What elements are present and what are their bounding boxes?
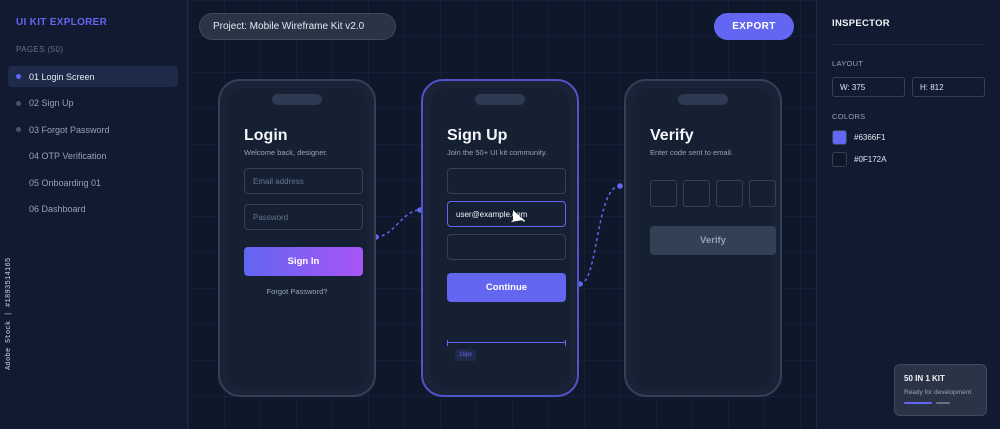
sidebar-item-forgot-password[interactable]: 03 Forgot Password bbox=[8, 119, 178, 140]
phone-frame-verify[interactable]: Verify Enter code sent to email. Verify bbox=[624, 79, 782, 397]
height-field[interactable]: H: 812 bbox=[912, 77, 985, 97]
sidebar-item-dashboard[interactable]: 06 Dashboard bbox=[8, 199, 178, 220]
phone-notch bbox=[678, 94, 728, 105]
page-list: 01 Login Screen 02 Sign Up 03 Forgot Pas… bbox=[8, 66, 178, 225]
sidebar-item-label: 04 OTP Verification bbox=[29, 151, 107, 161]
sign-in-button[interactable]: Sign In bbox=[244, 247, 363, 276]
kit-badge-card: 50 IN 1 KIT Ready for development bbox=[894, 364, 987, 416]
continue-button[interactable]: Continue bbox=[447, 273, 566, 302]
phone-notch bbox=[272, 94, 322, 105]
color-swatch[interactable] bbox=[832, 151, 847, 167]
screen-subtitle: Welcome back, designer. bbox=[244, 148, 328, 157]
verify-button[interactable]: Verify bbox=[650, 226, 776, 255]
dot-icon bbox=[16, 127, 21, 132]
connector-login-signup bbox=[375, 209, 421, 238]
cursor-icon bbox=[511, 210, 525, 222]
screen-subtitle: Enter code sent to email. bbox=[650, 148, 733, 157]
sidebar-item-label: 02 Sign Up bbox=[29, 98, 74, 108]
name-field[interactable] bbox=[447, 168, 566, 194]
inspector-panel: INSPECTOR LAYOUT W: 375 H: 812 COLORS #6… bbox=[816, 0, 1000, 429]
phone-frame-signup[interactable]: Sign Up Join the 50+ UI kit community. u… bbox=[421, 79, 579, 397]
password-field[interactable]: Password bbox=[244, 204, 363, 230]
export-button[interactable]: EXPORT bbox=[714, 13, 794, 40]
otp-digit-input[interactable] bbox=[650, 180, 677, 207]
colors-section-label: COLORS bbox=[832, 112, 866, 121]
forgot-password-link[interactable]: Forgot Password? bbox=[266, 287, 328, 296]
spacing-measure-label: 16px bbox=[455, 349, 477, 361]
dot-icon bbox=[16, 100, 21, 106]
pages-count-label: PAGES (50) bbox=[16, 45, 64, 54]
sidebar-item-label: 05 Onboarding 01 bbox=[29, 177, 102, 188]
layout-section-label: LAYOUT bbox=[832, 59, 864, 68]
divider bbox=[832, 44, 985, 45]
color-swatch-row[interactable]: #0F172A bbox=[832, 151, 886, 167]
sidebar-item-onboarding[interactable]: 05 Onboarding 01 bbox=[8, 172, 178, 193]
otp-digit-input[interactable] bbox=[749, 180, 776, 207]
email-field[interactable]: user@example.com bbox=[447, 201, 566, 227]
badge-subtitle: Ready for development bbox=[904, 389, 972, 396]
screen-title: Login bbox=[244, 127, 288, 144]
color-hex-label: #0F172A bbox=[854, 154, 887, 164]
phone-screen: Sign Up Join the 50+ UI kit community. u… bbox=[430, 88, 570, 388]
badge-progress bbox=[904, 402, 977, 404]
active-dot-icon bbox=[16, 74, 21, 79]
color-swatch-row[interactable]: #6366F1 bbox=[832, 129, 886, 145]
otp-digit-input[interactable] bbox=[716, 180, 743, 207]
phone-frame-login[interactable]: Login Welcome back, designer. Email addr… bbox=[218, 79, 376, 397]
width-field[interactable]: W: 375 bbox=[832, 77, 905, 97]
sidebar-item-label: 06 Dashboard bbox=[29, 204, 86, 214]
connector-dot bbox=[617, 183, 623, 189]
sidebar-item-login-screen[interactable]: 01 Login Screen bbox=[8, 66, 178, 87]
screen-title: Sign Up bbox=[447, 127, 508, 144]
design-canvas[interactable]: Project: Mobile Wireframe Kit v2.0 EXPOR… bbox=[188, 0, 816, 429]
color-hex-label: #6366F1 bbox=[854, 132, 886, 142]
email-field[interactable]: Email address bbox=[244, 168, 363, 194]
phone-screen: Verify Enter code sent to email. Verify bbox=[633, 88, 776, 388]
project-name-pill[interactable]: Project: Mobile Wireframe Kit v2.0 bbox=[199, 13, 396, 40]
screen-subtitle: Join the 50+ UI kit community. bbox=[447, 148, 548, 157]
spacing-measure bbox=[447, 340, 566, 346]
inspector-title: INSPECTOR bbox=[832, 18, 890, 29]
sidebar-item-label: 03 Forgot Password bbox=[29, 124, 110, 135]
otp-digit-input[interactable] bbox=[683, 180, 710, 207]
color-swatch[interactable] bbox=[832, 129, 847, 145]
app-brand: UI KIT EXPLORER bbox=[16, 17, 108, 28]
connector-signup-verify bbox=[579, 185, 621, 285]
sidebar-item-label: 01 Login Screen bbox=[29, 71, 95, 82]
sidebar-item-otp-verification[interactable]: 04 OTP Verification bbox=[8, 146, 178, 167]
screen-title: Verify bbox=[650, 127, 694, 144]
sidebar: UI KIT EXPLORER PAGES (50) 01 Login Scre… bbox=[0, 0, 188, 429]
sidebar-item-sign-up[interactable]: 02 Sign Up bbox=[8, 93, 178, 114]
phone-notch bbox=[475, 94, 525, 105]
badge-title: 50 IN 1 KIT bbox=[904, 374, 945, 383]
phone-screen: Login Welcome back, designer. Email addr… bbox=[227, 88, 367, 388]
stock-id-text: Adobe Stock | #1893514165 bbox=[5, 257, 13, 370]
password-field[interactable] bbox=[447, 234, 566, 260]
